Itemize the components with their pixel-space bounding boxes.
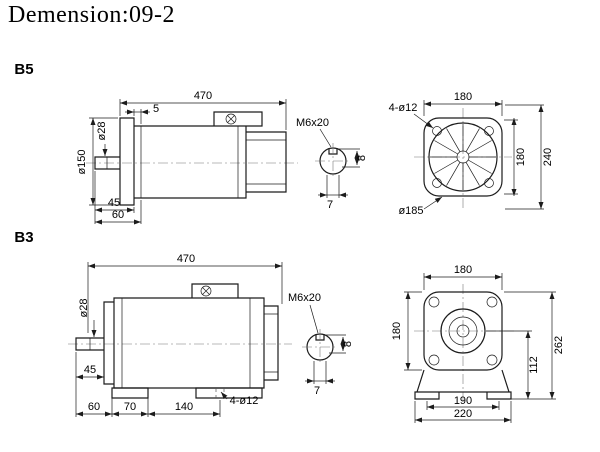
b5-dim-corner-holes: 4-ø12 bbox=[389, 102, 418, 114]
page-title: Demension:09-2 bbox=[8, 2, 175, 28]
b3-dim-foot-holes: 4-ø12 bbox=[230, 395, 259, 407]
b3-hub-mid bbox=[448, 316, 478, 346]
b5-dim-height: 180 bbox=[515, 148, 527, 166]
b3-foot-hole bbox=[215, 388, 225, 398]
b3-key-detail: M6x20 8 7 bbox=[288, 292, 354, 397]
b3-dim-base-width: 220 bbox=[454, 408, 472, 420]
b3-front-feet bbox=[414, 369, 512, 400]
b3-dim-45: 45 bbox=[84, 364, 96, 376]
b5-keyway bbox=[328, 148, 338, 155]
b3-label: B3 bbox=[14, 229, 33, 246]
b5-spigot-leader bbox=[423, 196, 443, 210]
b3-key-width: 7 bbox=[314, 385, 320, 397]
b3-dim-70: 70 bbox=[124, 401, 136, 413]
b5-flange-hole-br bbox=[484, 178, 494, 188]
b5-front-view: 180 4-ø12 180 240 ø185 bbox=[389, 91, 554, 217]
b3-key-centerlines bbox=[302, 329, 338, 365]
b3-key-leader bbox=[309, 304, 319, 334]
b5-motor-outline bbox=[94, 111, 287, 206]
b5-dim-width: 180 bbox=[454, 91, 472, 103]
b3-dim-height: 180 bbox=[391, 322, 403, 340]
b3-side-view: 470 ø28 45 60 70 140 4-ø12 bbox=[68, 253, 292, 417]
b5-key-leader bbox=[319, 128, 332, 148]
b5-dim-flange-step: 5 bbox=[153, 103, 159, 115]
b5-fan-guard bbox=[428, 122, 498, 192]
b5-dim-flange-dia: ø150 bbox=[76, 149, 88, 174]
b3-dim-60: 60 bbox=[88, 401, 100, 413]
b3-frame-lobe-br bbox=[486, 354, 498, 366]
b5-corner-holes-leader bbox=[413, 113, 434, 129]
b3-dim-overall: 262 bbox=[553, 336, 565, 354]
b3-foot-holes-leader bbox=[220, 391, 228, 400]
b3-section: B3 470 ø28 45 60 70 bbox=[14, 229, 565, 423]
b3-motor-details bbox=[89, 298, 278, 388]
b5-dim-spigot: ø185 bbox=[398, 205, 423, 217]
b5-key-height: 8 bbox=[356, 155, 368, 161]
b3-extension-lines bbox=[75, 262, 283, 417]
b3-key-extension-lines bbox=[313, 334, 346, 384]
b5-fan-spokes bbox=[430, 124, 496, 190]
b5-dim-overall: 240 bbox=[542, 148, 554, 166]
b3-key-height: 8 bbox=[342, 341, 354, 347]
b5-flange-hole-tr bbox=[484, 126, 494, 136]
b3-frame-lobe-tr bbox=[486, 296, 498, 308]
b5-dim-length: 470 bbox=[194, 90, 212, 102]
b3-dim-length: 470 bbox=[177, 253, 195, 265]
b5-key-width: 7 bbox=[327, 199, 333, 211]
b3-terminal-box-icon bbox=[200, 285, 212, 297]
b3-motor-outline bbox=[75, 283, 279, 389]
b5-key-detail: M6x20 8 7 bbox=[296, 117, 368, 211]
b3-dim-hole-span: 190 bbox=[454, 395, 472, 407]
b5-label: B5 bbox=[14, 61, 33, 78]
b5-motor-details bbox=[106, 126, 286, 198]
b3-frame-lobe-tl bbox=[428, 296, 440, 308]
b5-flange-hole-tl bbox=[432, 126, 442, 136]
b3-dim-shaft-dia: ø28 bbox=[78, 299, 90, 318]
b5-dim-shaft-dia: ø28 bbox=[96, 122, 108, 141]
b3-dim-width: 180 bbox=[454, 264, 472, 276]
b3-shaft-end bbox=[456, 324, 470, 338]
b5-dim-60: 60 bbox=[112, 209, 124, 221]
b3-hub-outer bbox=[440, 308, 486, 354]
b5-flange-outline bbox=[423, 117, 503, 197]
b3-frame-lobe-bl bbox=[428, 354, 440, 366]
b5-flange-hole-bl bbox=[432, 178, 442, 188]
b5-key-label: M6x20 bbox=[296, 117, 329, 129]
b3-key-label: M6x20 bbox=[288, 292, 321, 304]
b3-front-extension-lines bbox=[404, 273, 556, 423]
b5-section: B5 470 5 ø28 ø150 45 bbox=[14, 61, 554, 225]
b3-front-view: 180 180 262 112 190 220 bbox=[391, 264, 565, 423]
b3-dim-140: 140 bbox=[175, 401, 193, 413]
b5-dim-45: 45 bbox=[108, 197, 120, 209]
b5-key-extension-lines bbox=[326, 148, 360, 198]
b3-terminal-cross-icon bbox=[202, 287, 210, 295]
b5-front-extension-lines bbox=[423, 100, 544, 210]
b5-terminal-cross-icon bbox=[227, 115, 235, 123]
b5-key-centerlines bbox=[315, 143, 351, 179]
b3-keyway bbox=[315, 334, 325, 341]
b5-side-view: 470 5 ø28 ø150 45 60 bbox=[76, 90, 298, 225]
b5-terminal-box-icon bbox=[225, 113, 237, 125]
b3-dim-shaft-height: 112 bbox=[528, 356, 540, 374]
